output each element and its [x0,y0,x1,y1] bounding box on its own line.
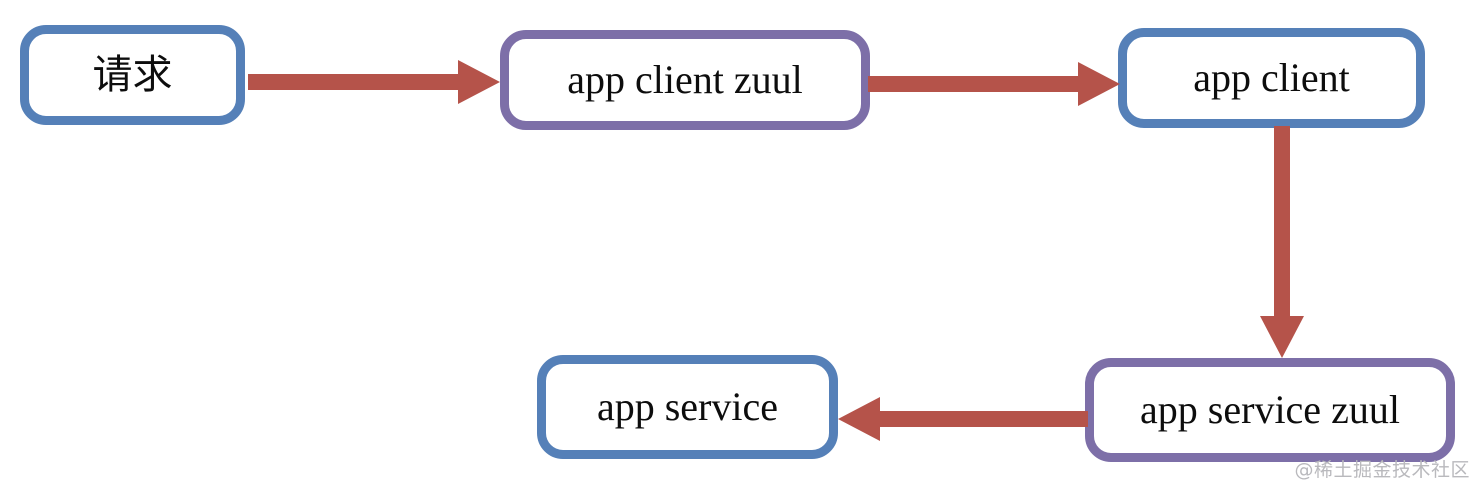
node-app-client-label: app client [1193,55,1350,100]
arrow-app-client-to-app-service-zuul [1260,126,1304,358]
node-app-client-zuul-label: app client zuul [567,57,803,102]
arrow-app-client-zuul-to-app-client [868,62,1120,106]
arrow-app-service-zuul-to-app-service [838,397,1088,441]
arrow-request-to-app-client-zuul [248,60,500,104]
node-app-client-zuul[interactable]: app client zuul [500,30,870,130]
node-app-service-zuul-label: app service zuul [1140,387,1400,432]
node-request-label: 请求 [92,52,173,98]
node-request[interactable]: 请求 [20,25,245,125]
node-app-client[interactable]: app client [1118,28,1425,128]
node-app-service-zuul[interactable]: app service zuul [1085,358,1455,462]
node-app-service-label: app service [596,384,778,429]
node-app-service[interactable]: app service [537,355,838,459]
watermark-label: @稀土掘金技术社区 [1294,459,1470,481]
